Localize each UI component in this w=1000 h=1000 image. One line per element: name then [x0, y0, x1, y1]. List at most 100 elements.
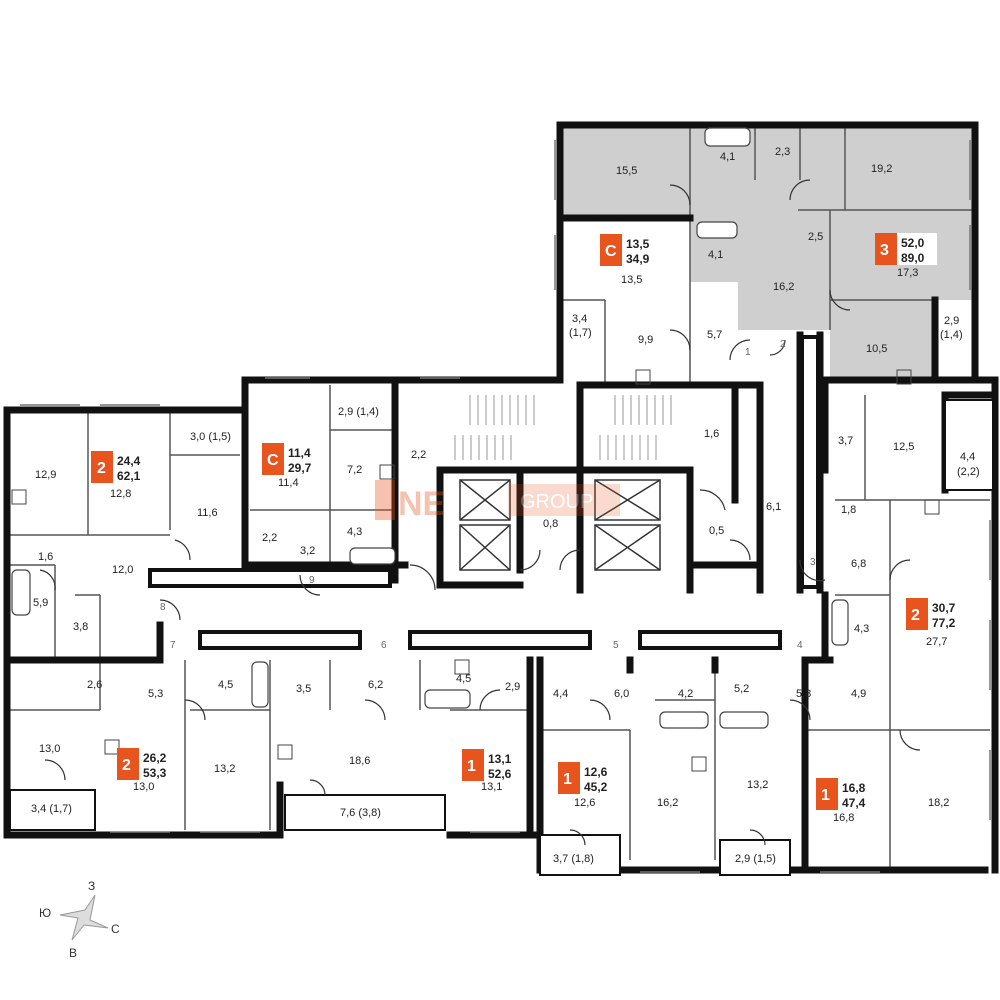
- room-area: 2,9 (1,4): [338, 406, 379, 418]
- badge-type: 2: [122, 757, 131, 774]
- room-area: 27,7: [926, 636, 947, 648]
- compass-east: С: [111, 922, 120, 936]
- entrance-2: 2: [780, 339, 786, 350]
- compass-west: Ю: [39, 906, 51, 920]
- room-area: 0,5: [709, 525, 724, 537]
- apartment-badge[interactable]: С 13,5 34,9: [600, 234, 662, 266]
- apartment-badge[interactable]: С 11,4 29,7: [262, 443, 324, 475]
- room-area: 2,6: [87, 679, 102, 691]
- entrance-7: 7: [170, 640, 176, 651]
- badge-type: 1: [563, 771, 572, 788]
- apartment-badge[interactable]: 1 13,1 52,6: [462, 749, 524, 781]
- room-area: 0,8: [543, 518, 558, 530]
- apartment-badge[interactable]: 2 30,7 77,2: [906, 598, 968, 630]
- room-area: 7,2: [347, 464, 362, 476]
- elevator-1: [459, 479, 511, 521]
- room-area: 3,4 (1,7): [31, 803, 72, 815]
- badge-living: 11,4: [288, 446, 311, 460]
- entrance-1: 1: [745, 347, 751, 358]
- room-area: 4,3: [854, 623, 869, 635]
- room-area: 5,2: [734, 683, 749, 695]
- badge-living: 12,6: [584, 765, 608, 779]
- room-area: 1,6: [704, 428, 719, 440]
- elevators: [459, 479, 661, 571]
- room-area: 18,6: [349, 755, 370, 767]
- room-area: 5,9: [33, 597, 48, 609]
- entrance-3: 3: [810, 557, 816, 568]
- room-area: 4,1: [708, 249, 723, 261]
- room-area: 1,6: [38, 551, 53, 563]
- room-area: (2,2): [957, 466, 980, 478]
- badge-living: 13,5: [626, 237, 650, 251]
- badge-living: 13,1: [488, 752, 512, 766]
- badge-total: 29,7: [288, 461, 312, 475]
- entrance-6: 6: [381, 640, 387, 651]
- room-area: 5,8: [796, 688, 811, 700]
- walls: [3, 121, 999, 874]
- room-area: 4,3: [347, 526, 362, 538]
- apartment-badge[interactable]: 3 52,0 89,0: [875, 233, 937, 265]
- apartment-badge[interactable]: 2 26,2 53,3: [117, 748, 179, 780]
- room-area: 12,8: [110, 488, 131, 500]
- badge-total: 77,2: [932, 616, 956, 630]
- room-area: 13,1: [481, 781, 502, 793]
- room-area: 5,7: [707, 329, 722, 341]
- badge-type: С: [605, 243, 617, 260]
- room-area: 2,2: [411, 449, 426, 461]
- corridor-bars: [148, 335, 820, 650]
- room-area: 2,9 (1,5): [735, 853, 776, 865]
- room-area: 2,2: [262, 532, 277, 544]
- room-area: 7,6 (3,8): [340, 807, 381, 819]
- partitions: [10, 125, 990, 870]
- room-area: 2,9: [944, 315, 959, 327]
- watermark-left: NE: [398, 485, 445, 523]
- room-area: 11,6: [197, 507, 218, 519]
- badge-total: 45,2: [584, 780, 608, 794]
- badge-living: 26,2: [143, 751, 167, 765]
- badge-living: 24,4: [117, 454, 141, 468]
- apartment-badge[interactable]: 1 16,8 47,4: [816, 778, 878, 810]
- apartment-badge[interactable]: 1 12,6 45,2: [558, 762, 620, 794]
- room-area: 2,9: [505, 681, 520, 693]
- room-labels: 15,5 4,1 2,3 19,2 4,1 2,5 13,5 16,2 17,3…: [31, 146, 980, 865]
- entrance-4: 4: [797, 640, 803, 651]
- stove-icons: [11, 369, 940, 772]
- apartment-badges: 2 24,4 62,1 С 11,4 29,7 С 13,5 34,9 3 52…: [91, 233, 968, 810]
- room-area: 12,6: [574, 797, 595, 809]
- stair-left: [454, 395, 535, 460]
- room-area: 6,0: [614, 688, 629, 700]
- entrance-9: 9: [309, 575, 315, 586]
- balconies: [9, 399, 994, 876]
- room-area: 9,9: [638, 334, 653, 346]
- door-swings: [39, 179, 921, 846]
- badge-living: 16,8: [842, 781, 866, 795]
- room-area: 6,1: [766, 501, 781, 513]
- badge-type: 3: [880, 242, 889, 259]
- highlighted-apartment: [560, 125, 975, 380]
- room-area: 12,5: [893, 441, 914, 453]
- room-area: 4,5: [218, 679, 233, 691]
- apartment-badge[interactable]: 2 24,4 62,1: [91, 451, 153, 483]
- badge-total: 89,0: [901, 251, 925, 265]
- elevator-3: [594, 479, 661, 521]
- room-area: 4,1: [720, 151, 735, 163]
- room-area: 4,2: [678, 688, 693, 700]
- windows: [20, 140, 991, 873]
- badge-total: 52,6: [488, 767, 512, 781]
- room-area: 3,2: [300, 545, 315, 557]
- room-area: 3,5: [296, 683, 311, 695]
- watermark-right: GROUP: [520, 491, 593, 513]
- room-area: (1,7): [569, 327, 592, 339]
- room-area: 13,2: [214, 763, 235, 775]
- room-area: 2,3: [775, 146, 790, 158]
- badge-living: 52,0: [901, 236, 925, 250]
- room-area: 3,8: [73, 621, 88, 633]
- room-area: 13,2: [747, 779, 768, 791]
- room-area: 3,0 (1,5): [190, 431, 231, 443]
- room-area: 4,4: [960, 451, 975, 463]
- badge-type: 1: [467, 758, 476, 775]
- compass-south: В: [69, 946, 77, 960]
- room-area: 16,2: [773, 281, 794, 293]
- badge-total: 53,3: [143, 766, 167, 780]
